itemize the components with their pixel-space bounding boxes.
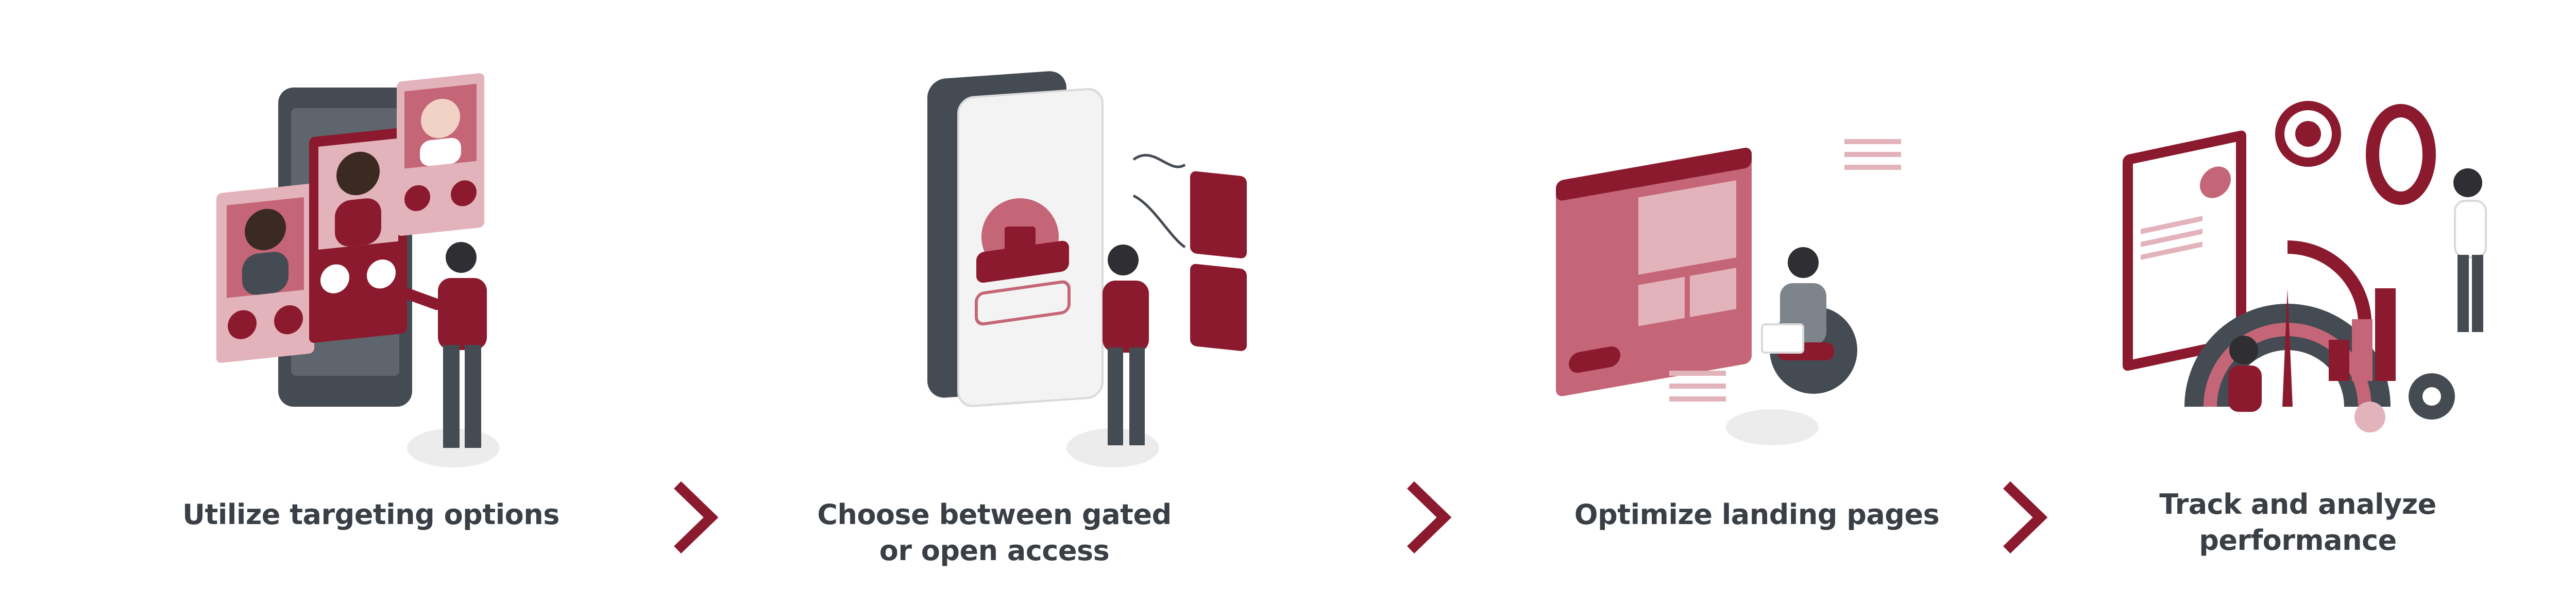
step-title: Choose between gated or open access bbox=[817, 498, 1172, 567]
chevron-right-icon bbox=[674, 481, 719, 554]
website-landing-page-illustration bbox=[1556, 139, 1901, 445]
analytics-dashboard-gauge-illustration bbox=[2123, 101, 2487, 432]
step-targeting: Utilize targeting options bbox=[0, 0, 665, 608]
chevron-right-icon bbox=[1407, 481, 1452, 554]
step-title: Optimize landing pages bbox=[1574, 498, 1940, 531]
step-access: Choose between gated or open access bbox=[742, 0, 1412, 608]
step-title: Utilize targeting options bbox=[182, 498, 560, 531]
dating-app-profiles-illustration bbox=[216, 73, 500, 467]
step-analyze: Track and analyze performance bbox=[2056, 0, 2576, 608]
locked-login-phone-illustration bbox=[927, 71, 1247, 467]
chevron-right-icon bbox=[2003, 481, 2048, 554]
step-title: Track and analyze performance bbox=[2159, 488, 2436, 557]
step-landing: Optimize landing pages bbox=[1473, 0, 2066, 608]
